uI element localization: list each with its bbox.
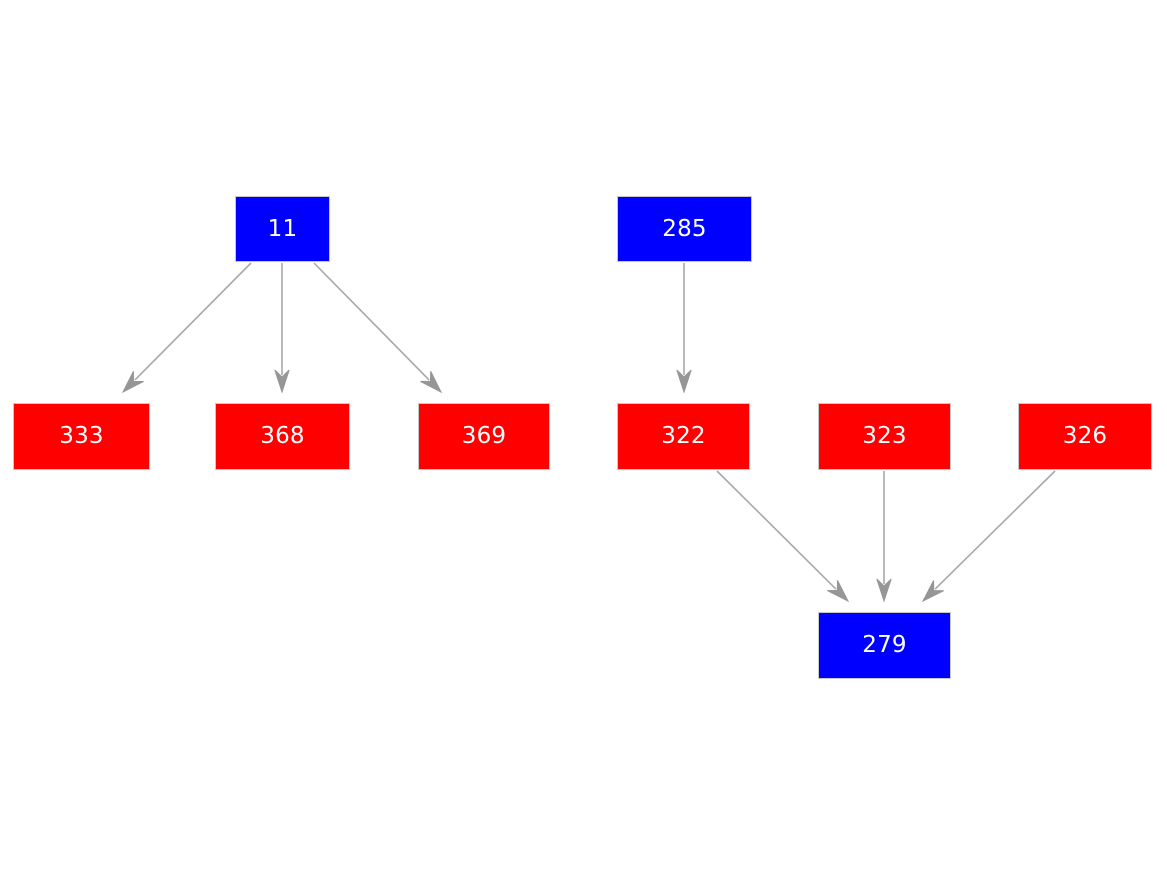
node-label: 11	[267, 215, 298, 242]
arrowhead-icon	[420, 371, 443, 394]
edge-line	[716, 470, 837, 590]
node-322[interactable]: 322	[617, 403, 750, 470]
node-323[interactable]: 323	[818, 403, 951, 470]
node-279[interactable]: 279	[818, 612, 951, 679]
arrowhead-icon	[274, 369, 290, 394]
node-326[interactable]: 326	[1018, 403, 1152, 470]
edge-n323-to-n279	[876, 471, 892, 603]
node-333[interactable]: 333	[13, 403, 150, 470]
arrowhead-icon	[827, 580, 850, 603]
node-369[interactable]: 369	[418, 403, 550, 470]
node-368[interactable]: 368	[215, 403, 350, 470]
node-label: 279	[862, 632, 907, 658]
node-11[interactable]: 11	[235, 196, 330, 262]
node-label: 285	[662, 215, 707, 242]
node-label: 368	[260, 423, 305, 449]
node-label: 323	[862, 423, 907, 449]
arrowhead-icon	[121, 371, 144, 394]
node-label: 369	[461, 423, 507, 449]
edge-n11-to-n369	[313, 262, 443, 394]
edge-n285-to-n322	[676, 263, 692, 394]
arrowhead-icon	[921, 580, 944, 603]
node-285[interactable]: 285	[617, 196, 752, 262]
edge-n11-to-n333	[121, 262, 252, 394]
edge-n11-to-n368	[274, 263, 290, 394]
arrowhead-icon	[676, 369, 692, 394]
edge-line	[313, 262, 430, 381]
edge-n326-to-n279	[921, 470, 1056, 603]
edge-n322-to-n279	[716, 470, 850, 603]
node-label: 333	[59, 423, 104, 449]
node-label: 326	[1062, 423, 1108, 449]
edge-line	[934, 470, 1056, 590]
arrowhead-icon	[876, 578, 892, 603]
node-label: 322	[661, 423, 706, 449]
edge-line	[134, 262, 252, 381]
